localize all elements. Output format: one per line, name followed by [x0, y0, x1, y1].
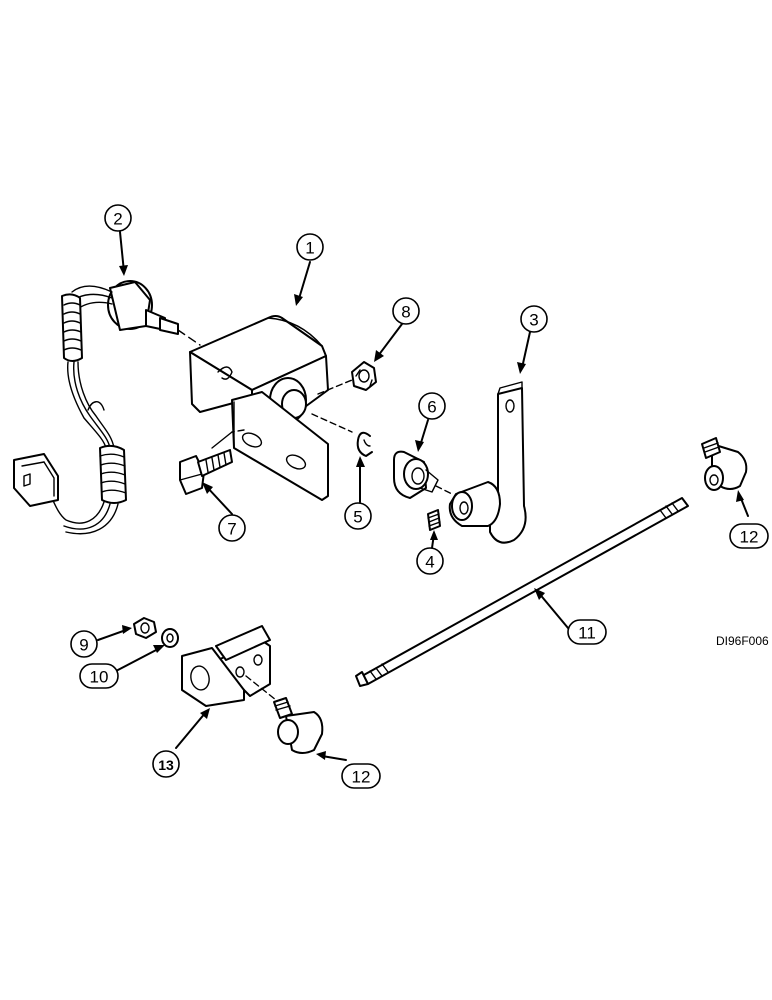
callout-1: 1 — [296, 233, 324, 261]
ball-joint-lower — [273, 697, 324, 754]
svg-text:8: 8 — [401, 303, 410, 322]
mounting-bracket — [189, 315, 353, 501]
lock-washer — [161, 628, 179, 648]
callout-6: 6 — [418, 392, 446, 420]
svg-text:12: 12 — [352, 768, 371, 787]
callout-4: 4 — [416, 547, 444, 575]
set-screw — [427, 509, 441, 531]
connecting-rod — [355, 497, 689, 687]
callout-10: 10 — [79, 663, 119, 689]
switch-assembly — [13, 280, 201, 535]
callout-8: 8 — [392, 297, 420, 325]
svg-text:2: 2 — [113, 210, 122, 229]
svg-text:5: 5 — [353, 508, 362, 527]
callout-12-lower: 12 — [341, 763, 381, 789]
lever-arm — [448, 381, 527, 544]
callout-13: 13 — [152, 750, 180, 778]
callout-7: 7 — [218, 514, 246, 542]
svg-text:10: 10 — [90, 668, 109, 687]
callout-12-upper: 12 — [729, 523, 769, 549]
diagram-code: DI96F006 — [716, 634, 769, 648]
svg-text:9: 9 — [79, 636, 88, 655]
callout-11: 11 — [567, 619, 607, 645]
callout-2: 2 — [104, 204, 132, 232]
callout-5: 5 — [344, 502, 372, 530]
nut — [351, 361, 377, 391]
ball-joint-upper — [701, 437, 748, 491]
svg-text:3: 3 — [529, 311, 538, 330]
svg-text:1: 1 — [305, 239, 314, 258]
svg-text:12: 12 — [740, 528, 759, 547]
bushing — [393, 450, 453, 499]
leader-lines — [97, 231, 749, 761]
svg-text:11: 11 — [578, 624, 596, 643]
e-clip — [356, 431, 373, 457]
small-nut — [133, 617, 157, 639]
svg-text:13: 13 — [158, 757, 174, 773]
callout-9: 9 — [70, 630, 98, 658]
bolt — [179, 449, 233, 495]
svg-text:7: 7 — [227, 520, 236, 539]
svg-text:6: 6 — [427, 398, 436, 417]
callout-3: 3 — [520, 305, 548, 333]
svg-text:4: 4 — [425, 553, 434, 572]
small-bracket — [181, 625, 277, 707]
